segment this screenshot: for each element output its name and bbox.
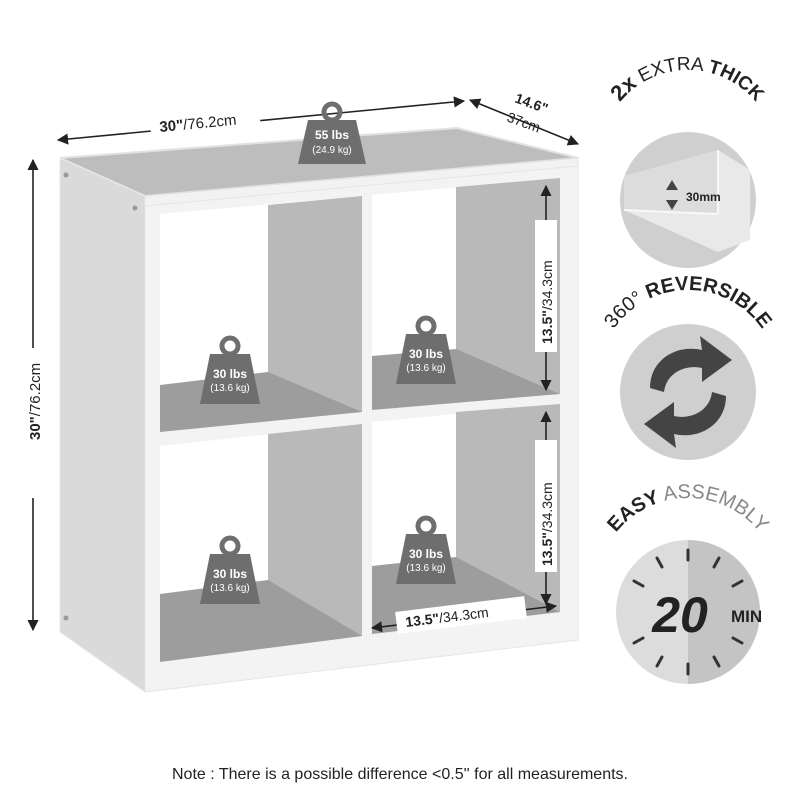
assembly-unit: MIN <box>731 607 762 626</box>
cube-height-bottom-label: 13.5"/34.3cm <box>539 482 555 566</box>
weight-badge-top: 55 lbs (24.9 kg) <box>298 101 366 164</box>
assembly-title: EASY ASSEMBLY <box>603 481 773 536</box>
thickness-value: 30mm <box>686 190 721 204</box>
clock-icon <box>632 548 744 676</box>
organizer-left-side <box>59 157 146 693</box>
feature-reversible: 360° REVERSIBLE <box>600 273 776 460</box>
weight-icon <box>200 354 260 404</box>
reversible-title: 360° REVERSIBLE <box>600 273 776 333</box>
weight-ring <box>321 101 343 123</box>
svg-text:(24.9 kg): (24.9 kg) <box>312 145 351 156</box>
reversible-circle <box>620 324 756 460</box>
weight-badge-shelf-bottom-left: 30 lbs (13.6 kg) <box>200 535 260 604</box>
weight-badge-shelf-top-left: 30 lbs (13.6 kg) <box>200 335 260 404</box>
svg-text:(13.6 kg): (13.6 kg) <box>406 563 445 574</box>
feature-extra-thick: 2x EXTRA THICK 30mm <box>605 54 768 268</box>
svg-text:30 lbs: 30 lbs <box>409 347 443 361</box>
measurement-note: Note : There is a possible difference <0… <box>172 766 628 783</box>
svg-text:30 lbs: 30 lbs <box>213 367 247 381</box>
height-label: 30"/76.2cm <box>27 363 44 440</box>
svg-text:30 lbs: 30 lbs <box>409 547 443 561</box>
svg-text:(13.6 kg): (13.6 kg) <box>210 583 249 594</box>
extra-thick-title: 2x EXTRA THICK <box>605 54 768 106</box>
thickness-arrow-icon <box>666 180 678 210</box>
feature-easy-assembly: EASY ASSEMBLY 20 MIN <box>603 481 773 684</box>
weight-icon <box>396 334 456 384</box>
rotate-arrows-icon <box>644 336 732 448</box>
cube-width-label: 13.5"/34.3cm <box>404 604 489 630</box>
svg-text:55 lbs: 55 lbs <box>315 128 349 142</box>
width-label: 30"/76.2cm <box>159 112 237 136</box>
weight-badge-shelf-bottom-right: 30 lbs (13.6 kg) <box>396 515 456 584</box>
weight-icon <box>298 120 366 164</box>
weight-icon <box>200 554 260 604</box>
weight-icon <box>396 534 456 584</box>
svg-text:(13.6 kg): (13.6 kg) <box>210 383 249 394</box>
weight-badge-shelf-top-right: 30 lbs (13.6 kg) <box>396 315 456 384</box>
cube-height-top-label: 13.5"/34.3cm <box>539 260 555 344</box>
svg-text:30 lbs: 30 lbs <box>213 567 247 581</box>
assembly-minutes: 20 <box>651 587 708 643</box>
svg-text:(13.6 kg): (13.6 kg) <box>406 363 445 374</box>
